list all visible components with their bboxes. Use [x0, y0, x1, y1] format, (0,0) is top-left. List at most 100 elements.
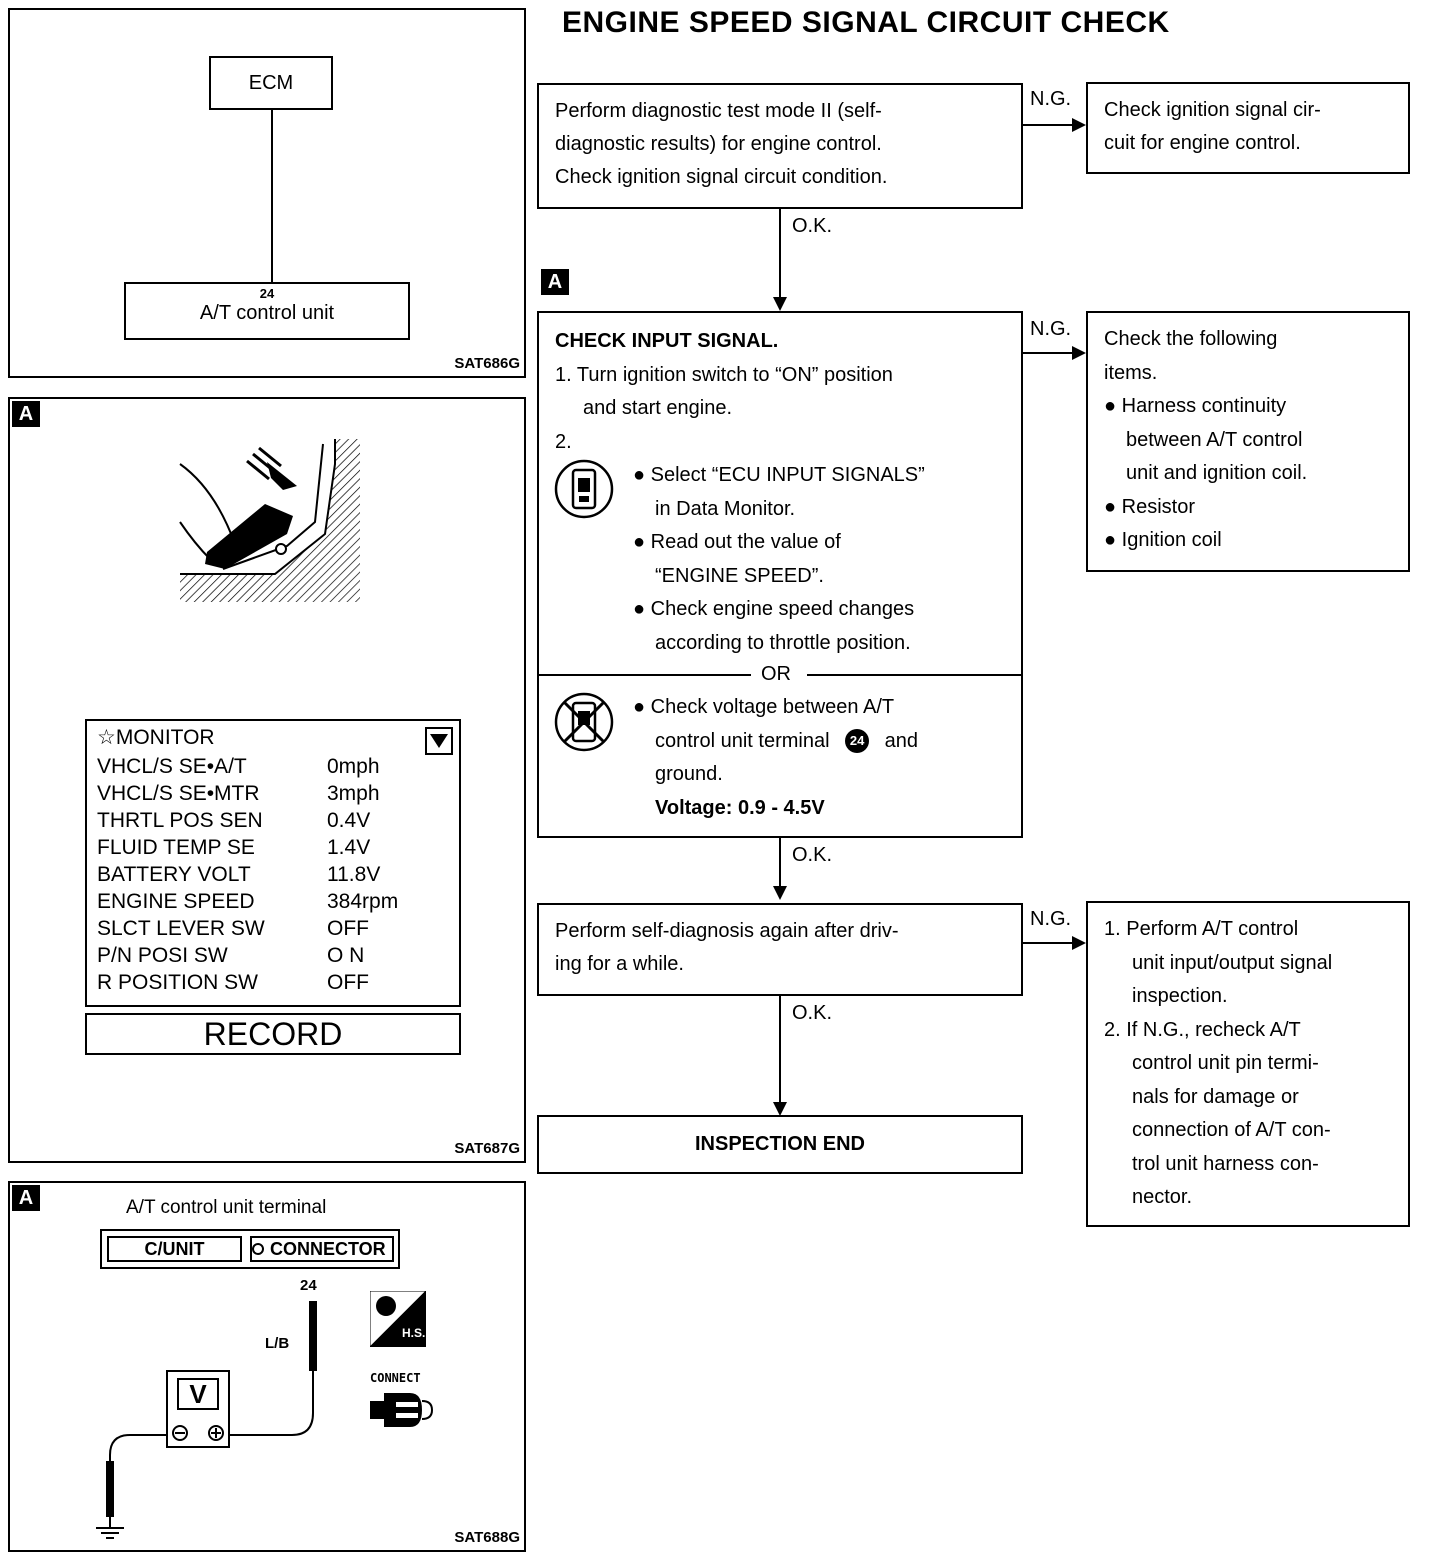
or-divider-left: [539, 674, 751, 676]
monitor-row-label: P/N POSI SW: [97, 944, 228, 967]
step2-alt-bullet: ● Check voltage between A/T control unit…: [633, 696, 919, 785]
step2-item1: 1. Turn ignition switch to “ON” position…: [555, 359, 1005, 426]
page-title: ENGINE SPEED SIGNAL CIRCUIT CHECK: [562, 6, 1170, 39]
monitor-row: ENGINE SPEED 384rpm: [97, 888, 449, 915]
step3-line: ing for a while.: [555, 953, 684, 975]
hs-label: H.S.: [402, 1326, 426, 1340]
monitor-title: ☆MONITOR: [97, 726, 215, 749]
step2-bullet: ● Read out the value of“ENGINE SPEED”.: [633, 531, 841, 587]
pin-label: 24: [300, 1277, 317, 1294]
monitor-row-label: THRTL POS SEN: [97, 809, 263, 832]
connector-line: [1022, 942, 1074, 944]
monitor-row-value: 384rpm: [327, 890, 399, 913]
connector-lock-icon: [252, 1243, 264, 1255]
monitor-row-label: VHCL/S SE•MTR: [97, 782, 260, 805]
inspection-end-box: INSPECTION END: [537, 1115, 1023, 1174]
section-tag: A: [12, 1185, 40, 1211]
at-control-unit-box: 24 A/T control unit: [124, 282, 410, 340]
ng-label: N.G.: [1030, 88, 1072, 110]
record-label: RECORD: [203, 1016, 343, 1052]
harness-sheet-icon: [370, 1291, 426, 1347]
monitor-row-label: BATTERY VOLT: [97, 863, 251, 886]
scroll-down-button[interactable]: [425, 727, 453, 755]
connect-label: CONNECT: [370, 1371, 421, 1385]
monitor-row-label: VHCL/S SE•A/T: [97, 755, 247, 778]
monitor-row: SLCT LEVER SW OFF: [97, 915, 449, 942]
monitor-row: BATTERY VOLT 11.8V: [97, 861, 449, 888]
step2-item1-line: and start engine.: [583, 397, 732, 419]
ecm-box: ECM: [209, 56, 333, 110]
arrow-right: [1072, 346, 1086, 360]
monitor-row-value: 11.8V: [327, 863, 381, 886]
step2-ng-bullet: ● Ignition coil: [1104, 529, 1222, 551]
connector-plug-icon: [370, 1393, 434, 1427]
voltage-measurement-panel: A A/T control unit terminal C/UNIT CONNE…: [8, 1181, 526, 1552]
figure-code: SAT687G: [454, 1140, 520, 1157]
monitor-row-label: ENGINE SPEED: [97, 890, 255, 913]
monitor-row-value: OFF: [327, 917, 369, 940]
step1-ng-line: cuit for engine control.: [1104, 132, 1301, 154]
step2-title: CHECK INPUT SIGNAL.: [555, 330, 779, 352]
section-tag: A: [541, 269, 569, 295]
figure-code: SAT686G: [454, 355, 520, 372]
step1-ng-box: Check ignition signal cir- cuit for engi…: [1086, 82, 1410, 174]
terminal-24-badge: 24: [845, 729, 870, 754]
monitor-row: VHCL/S SE•MTR 3mph: [97, 780, 449, 807]
ng-label: N.G.: [1030, 908, 1072, 930]
voltage-spec: Voltage: 0.9 - 4.5V: [655, 796, 825, 819]
voltmeter-label: V: [189, 1379, 207, 1409]
step2-item2: 2.: [555, 430, 572, 453]
step3-line: Perform self-diagnosis again after driv-: [555, 920, 899, 942]
arrow-down: [773, 297, 787, 311]
wiring-diagram-panel: ECM 24 A/T control unit SAT686G: [8, 8, 526, 378]
cunit-label: C/UNIT: [144, 1239, 205, 1259]
monitor-row-value: 1.4V: [327, 836, 371, 859]
connector-line: [1022, 124, 1074, 126]
monitor-row-value: 0.4V: [327, 809, 371, 832]
or-divider-right: [807, 674, 1021, 676]
inspection-end-label: INSPECTION END: [694, 1133, 866, 1155]
triangle-down-icon: [430, 734, 448, 748]
ok-label: O.K.: [792, 215, 833, 237]
figure-code: SAT688G: [454, 1529, 520, 1546]
unit-label: A/T control unit: [199, 302, 335, 324]
or-label: OR: [761, 663, 791, 685]
wire-color-label: L/B: [265, 1335, 290, 1352]
monitor-row-value: 3mph: [327, 782, 380, 805]
monitor-row-label: FLUID TEMP SE: [97, 836, 255, 859]
connector-line: [1022, 352, 1074, 354]
monitor-row-value: 0mph: [327, 755, 380, 778]
arrow-right: [1072, 118, 1086, 132]
ecm-label: ECM: [248, 72, 294, 94]
monitor-row: VHCL/S SE•A/T 0mph: [97, 753, 449, 780]
step3-box: Perform self-diagnosis again after driv-…: [537, 903, 1023, 996]
ecm-wire: [271, 110, 273, 282]
connector-box: CONNECTOR: [250, 1236, 394, 1262]
connector-line: [779, 996, 781, 1104]
terminal-heading: A/T control unit terminal: [126, 1197, 327, 1218]
arrow-right: [1072, 936, 1086, 950]
step1-line: Perform diagnostic test mode II (self-: [555, 100, 882, 122]
ok-label: O.K.: [792, 1002, 833, 1024]
step2-item1-line: 1. Turn ignition switch to “ON” position: [555, 363, 893, 386]
consult-tester-icon: [554, 459, 614, 519]
step2-bullets: ● Select “ECU INPUT SIGNALS”in Data Moni…: [633, 459, 925, 660]
monitor-row: FLUID TEMP SE 1.4V: [97, 834, 449, 861]
ng-label: N.G.: [1030, 318, 1072, 340]
monitor-row-label: SLCT LEVER SW: [97, 917, 265, 940]
record-button[interactable]: RECORD: [85, 1013, 461, 1055]
pin-number: 24: [259, 286, 275, 301]
step2-alt: ● Check voltage between A/T control unit…: [633, 691, 918, 825]
section-tag: A: [12, 401, 40, 427]
monitor-row: THRTL POS SEN 0.4V: [97, 807, 449, 834]
step1-line: diagnostic results) for engine control.: [555, 133, 882, 155]
